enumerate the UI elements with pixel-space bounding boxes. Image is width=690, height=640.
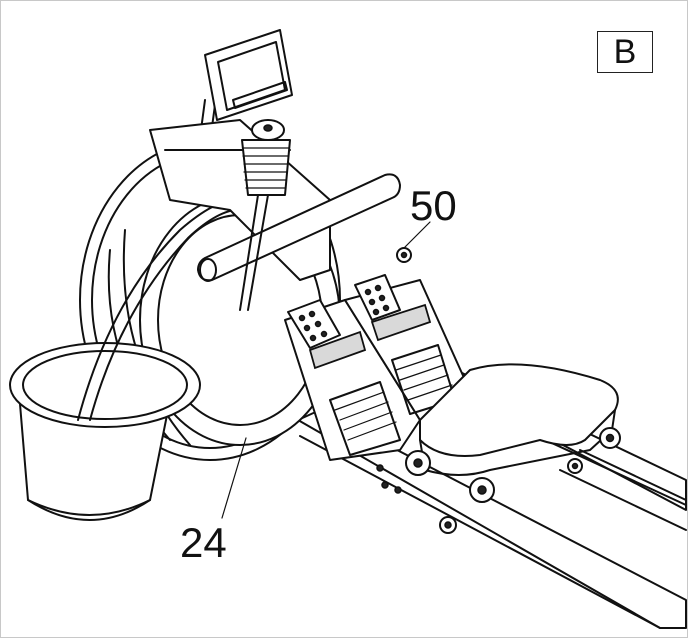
frame-bolts [376, 464, 402, 494]
callout-part-24: 24 [180, 519, 227, 566]
left-footplate-holes [298, 310, 328, 342]
seat [419, 363, 619, 476]
tank-plug-knob [239, 119, 291, 311]
leader-line-24 [221, 437, 247, 519]
panel-label-box: B [597, 31, 653, 73]
bolt-50 [396, 221, 431, 263]
callout-part-50: 50 [410, 182, 457, 229]
bucket [9, 342, 201, 521]
footrest-assembly [284, 274, 466, 461]
seat-wheels [405, 427, 621, 534]
right-footplate-holes [364, 284, 390, 316]
